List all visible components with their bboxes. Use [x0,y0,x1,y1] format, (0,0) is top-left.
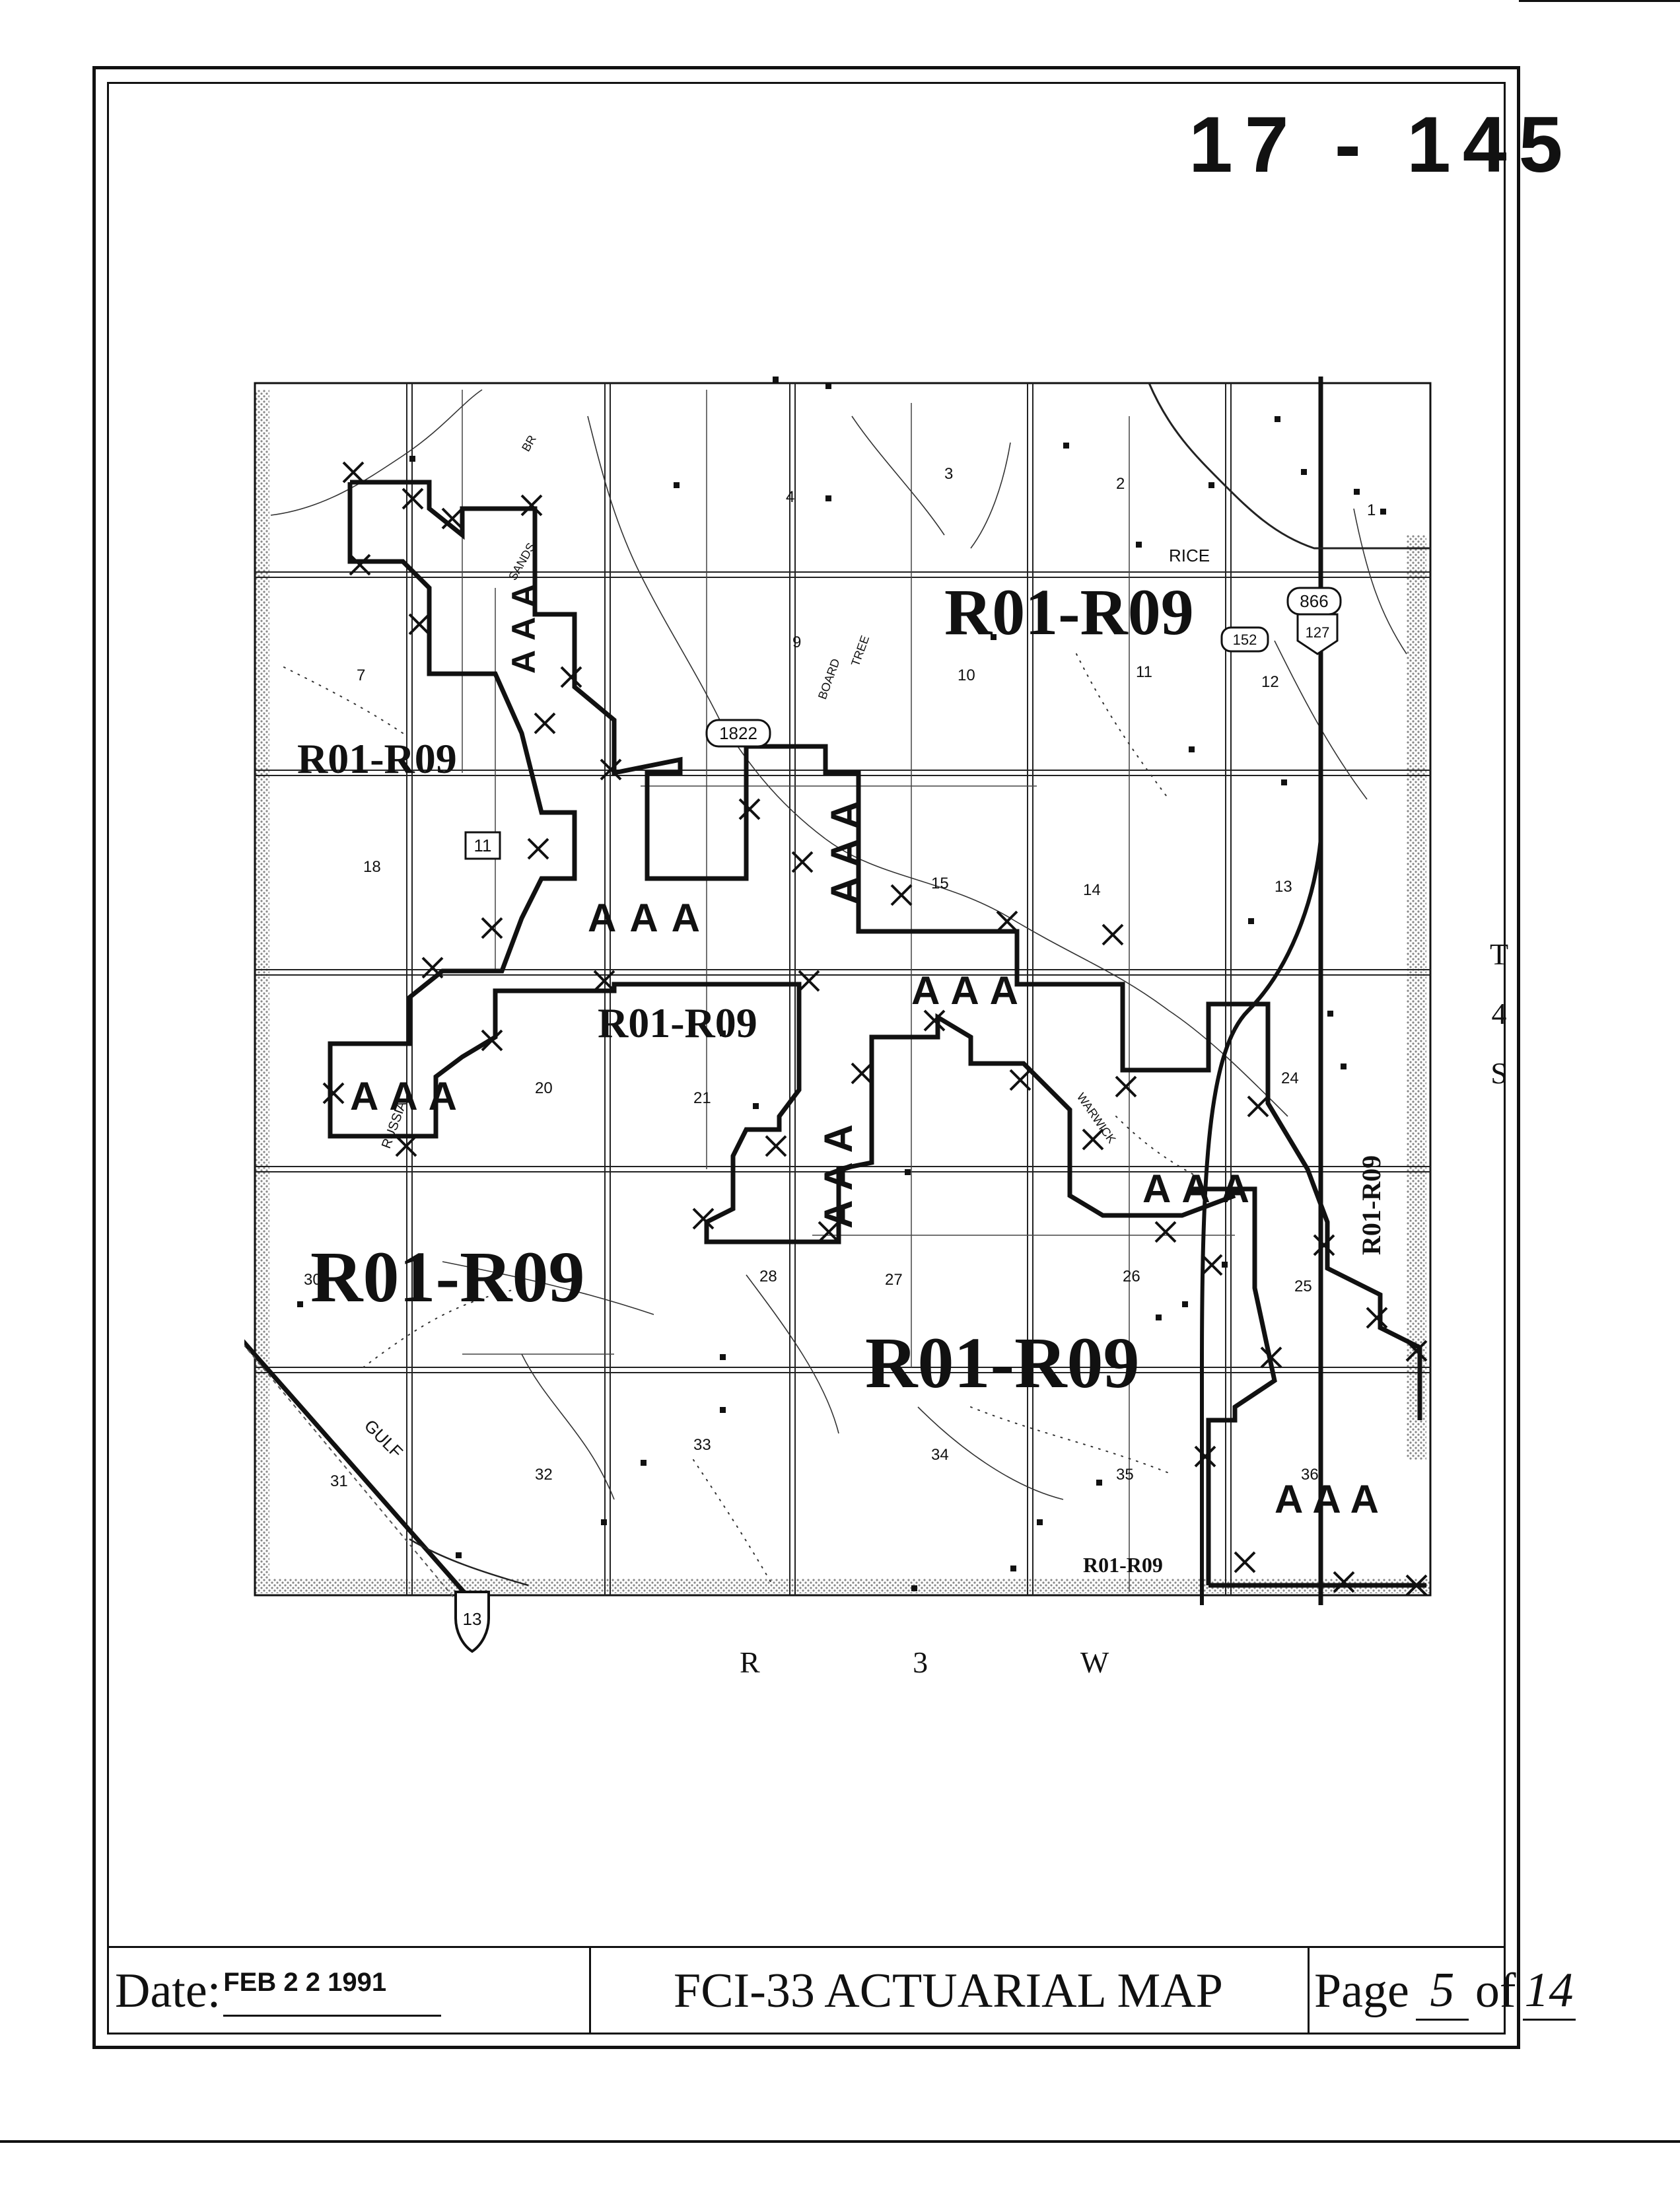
section-10: 10 [958,666,975,684]
zone-boundary-central [328,482,1236,1244]
top-edge-rule [1519,0,1680,2]
section-26: 26 [1123,1268,1140,1285]
zone-label-aaa-4: AAA [1142,1167,1260,1211]
section-9: 9 [792,633,801,651]
date-stamp: FEB 2 2 1991 [223,1966,442,2017]
sheet-number: 17 - 145 [1189,100,1575,189]
shield-152: 152 [1233,631,1257,648]
township-outline [254,382,1432,1597]
zone-label-r01-r09-southwest: R01-R09 [310,1237,585,1317]
date-label: Date: [115,1964,221,2018]
page-cell: Page 5 of 14 [1308,1948,1576,2035]
map-title: FCI-33 ACTUARIAL MAP [674,1964,1223,2018]
section-28: 28 [759,1268,777,1285]
section-24: 24 [1281,1069,1299,1087]
shield-11-west: 11 [474,836,492,855]
section-34: 34 [931,1446,949,1464]
section-road-grid [255,383,1430,1595]
section-number-labels: 1 2 3 4 7 9 10 11 12 13 14 15 18 20 21 2… [304,465,1376,1490]
page-of: of [1475,1964,1516,2018]
section-14: 14 [1083,881,1101,899]
shield-866: 866 [1300,591,1328,611]
streams [270,389,1407,1500]
township-label: T 4 S [1479,925,1519,1103]
section-32: 32 [535,1466,553,1484]
boundary-x-marks [322,461,1428,1597]
section-18: 18 [363,858,381,876]
local-road [409,1538,529,1587]
title-block: Date: FEB 2 2 1991 FCI-33 ACTUARIAL MAP … [107,1946,1576,2035]
section-31: 31 [330,1472,348,1490]
section-4: 4 [786,488,794,506]
zone-label-r01-r09-south: R01-R09 [865,1322,1140,1403]
outer-frame [92,66,1520,2049]
east-border-stipple [1407,535,1426,1460]
railroad [244,1344,466,1612]
section-20: 20 [535,1079,553,1097]
zone-label-aaa-7: AAA [816,1115,860,1229]
zone-label-r01-r09-northwest: R01-R09 [297,735,457,782]
range-label: R 3 W [740,1645,1182,1679]
dotted-streams [283,653,1209,1586]
zone-boundary-southeast [1189,1186,1426,1588]
shield-127: 127 [1306,624,1330,641]
zone-label-aaa-8: AAA [505,575,542,674]
zone-label-r01-r09-central: R01-R09 [598,999,757,1046]
township-label-direction: S [1490,1056,1508,1090]
section-12: 12 [1261,673,1279,691]
section-35: 35 [1116,1466,1134,1484]
section-33: 33 [693,1436,711,1454]
highway-127-south [1200,838,1323,1605]
section-2: 2 [1116,475,1125,493]
section-11: 11 [1136,663,1152,681]
section-36: 36 [1301,1466,1319,1484]
zone-label-r01-r09-east: R01-R09 [1356,1155,1386,1255]
section-25: 25 [1294,1278,1312,1295]
section-15: 15 [931,875,949,892]
zone-boundary-north [350,480,1422,1420]
zone-labels: R01-R09 R01-R09 R01-R09 R01-R09 R01-R09 … [297,575,1386,1577]
section-1: 1 [1367,501,1376,519]
page-current: 5 [1415,1963,1469,2021]
page-total: 14 [1522,1963,1576,2021]
section-lines [462,390,1235,1592]
date-cell: Date: FEB 2 2 1991 [115,1948,591,2035]
section-30: 30 [304,1271,322,1289]
building-markers [297,377,1386,1591]
shield-1822: 1822 [719,723,757,743]
zone-label-aaa-5: AAA [1275,1477,1388,1521]
actuarial-map: 1 2 3 4 7 9 10 11 12 13 14 15 18 20 21 2… [244,377,1446,1684]
section-3: 3 [944,465,953,483]
west-border-stipple [255,390,269,1592]
section-7: 7 [357,666,365,684]
route-shields: 1822 11 866 127 152 13 [454,587,1342,1653]
aaa-labels: AAA AAA AAA AAA AAA AAA AAA AAA [350,575,1388,1521]
zone-label-aaa-6: AAA [823,791,867,905]
section-27: 27 [885,1271,903,1289]
township-label-number: 4 [1491,997,1507,1030]
zone-label-r01-r09-northeast: R01-R09 [944,575,1194,649]
zone-label-aaa-2: AAA [350,1074,468,1118]
zone-label-r01-r09-bottom: R01-R09 [1083,1553,1163,1577]
zone-label-aaa-1: AAA [588,896,713,940]
highway-13 [244,1339,477,1607]
shield-13: 13 [463,1609,482,1629]
section-21: 21 [693,1089,711,1107]
bottom-edge-rule [0,2140,1680,2143]
place-gulf: GULF [361,1416,407,1462]
section-13: 13 [1275,878,1292,896]
page-label: Page [1314,1964,1409,2018]
route-11-east [1148,382,1430,550]
township-label-letter: T [1489,937,1509,971]
south-border-stipple [255,1579,1430,1593]
place-rice: RICE [1169,546,1210,565]
zone-label-aaa-3: AAA [911,968,1029,1013]
map-svg: 1 2 3 4 7 9 10 11 12 13 14 15 18 20 21 2… [244,377,1432,1653]
place-board: BOARD [816,657,843,701]
place-br: BR [519,433,539,454]
map-title-cell: FCI-33 ACTUARIAL MAP [589,1948,1310,2035]
inner-frame [107,82,1506,2035]
place-tree: TREE [849,633,872,668]
